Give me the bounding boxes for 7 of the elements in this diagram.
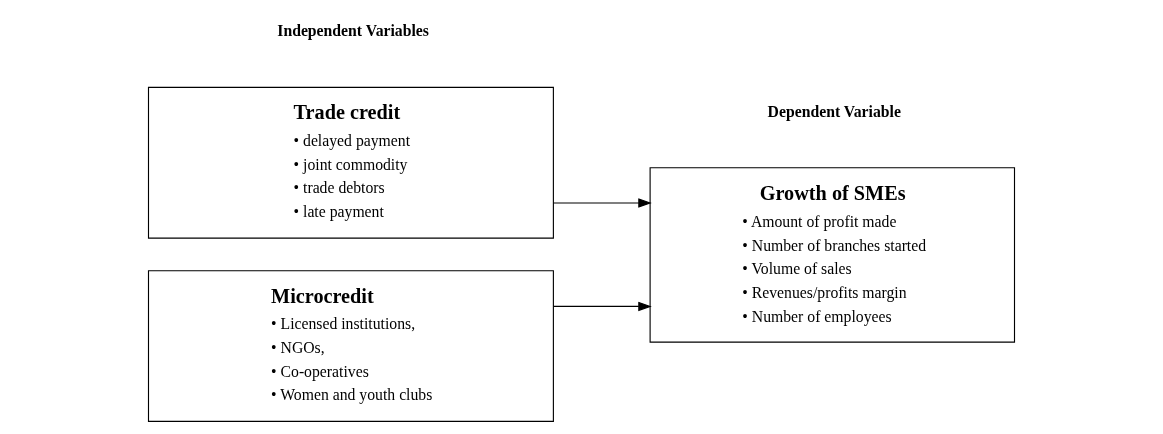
node-box: Growth of SMEs • Amount of profit made • Number of branches started • Volume of sales • Revenues/profits margin • Number of employees <box>649 167 1016 343</box>
node-box: Microcredit • Licensed institutions, • NGOs, • Co-operatives • Women and youth clubs <box>147 270 554 422</box>
label: Dependent Variable <box>767 103 901 121</box>
node-box: Trade credit • delayed payment • joint commodity • trade debtors • late payment <box>147 86 554 239</box>
arrow <box>553 301 652 312</box>
arrow <box>553 198 652 208</box>
label: Independent Variables <box>277 22 429 40</box>
